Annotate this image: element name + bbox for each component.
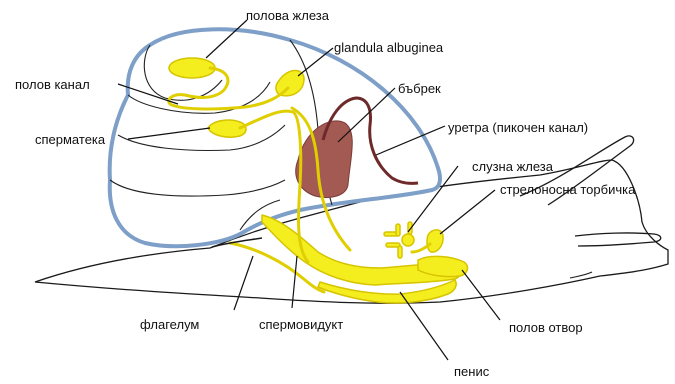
label-spermatheca: сперматека: [35, 132, 105, 147]
label-genital-pore: полов отвор: [509, 320, 583, 335]
shell: [110, 29, 440, 246]
label-ureter: уретра (пикочен канал): [448, 120, 588, 135]
label-sex-duct: полов канал: [15, 77, 90, 92]
ovotestis: [169, 58, 215, 78]
genital-atrium: [418, 256, 467, 276]
label-kidney: бъбрек: [398, 81, 441, 96]
mucous-gland-organ: [384, 222, 414, 258]
label-spermoviduct: спермовидукт: [259, 317, 343, 332]
label-dart-sac: стрелоносна торбичка: [500, 182, 635, 197]
label-flagellum: флагелум: [140, 317, 199, 332]
label-penis: пенис: [454, 364, 489, 379]
label-sex-gland: полова жлеза: [246, 8, 329, 23]
label-albumen-gland: glandula albuginea: [334, 40, 443, 55]
label-mucous-gland: слузна жлеза: [472, 159, 553, 174]
